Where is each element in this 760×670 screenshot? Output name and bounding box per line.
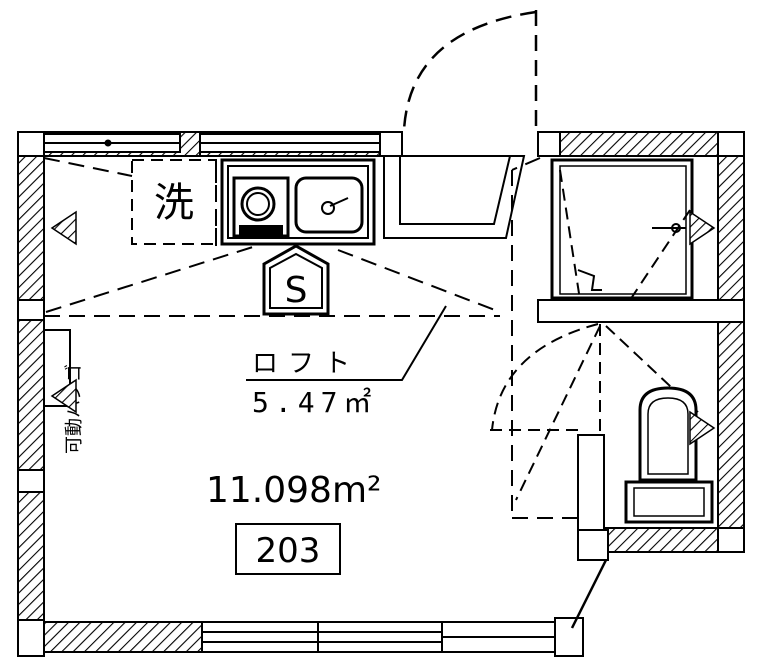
storage: S	[262, 244, 330, 316]
bathroom	[550, 158, 694, 301]
bottom-windows	[43, 559, 608, 657]
kitchen-counter	[220, 158, 376, 246]
drain-icon	[321, 201, 335, 215]
loft-outline	[43, 155, 578, 519]
toilet-room	[490, 323, 714, 524]
vent-toilet-icon	[689, 410, 716, 446]
entrance-door	[402, 10, 538, 132]
top-windows	[43, 133, 381, 153]
washer-area: 洗	[131, 159, 217, 245]
loft-label: ロフト	[252, 349, 360, 379]
loft-leader	[246, 305, 447, 381]
vent-markers	[50, 210, 716, 446]
vent-left-icon	[50, 210, 77, 246]
room-number: 203	[256, 531, 321, 571]
room-number-box: 203	[235, 523, 341, 575]
loft-area: 5.47㎡	[252, 386, 377, 419]
storage-label: S	[285, 270, 308, 311]
room-area: 11.098m²	[206, 470, 381, 511]
sink	[294, 176, 364, 234]
stove-burner-icon	[240, 186, 276, 222]
toilet-bowl-icon	[638, 386, 698, 482]
vent-bath-icon	[689, 210, 716, 246]
washer-label: 洗	[154, 180, 194, 226]
vent-ladder-icon	[50, 378, 77, 414]
wall-columns	[17, 131, 745, 657]
entrance-area	[383, 155, 526, 239]
